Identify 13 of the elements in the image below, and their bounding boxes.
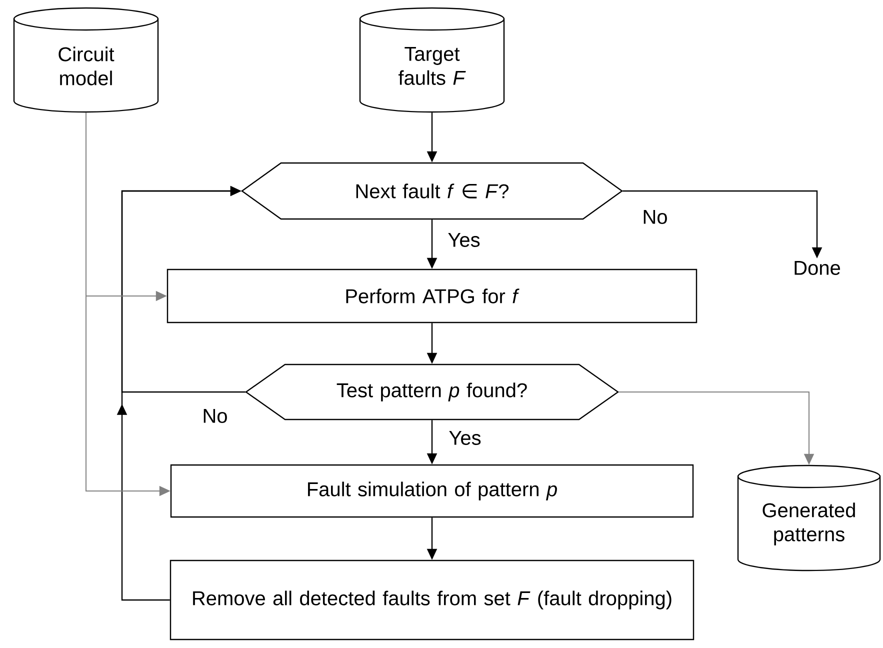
arrow <box>121 186 246 393</box>
edge-label: Yes <box>446 232 482 248</box>
node-label: Generated patterns <box>762 502 855 546</box>
process-box: Fault simulation of pattern p <box>170 464 694 518</box>
edge-label: Yes <box>448 430 482 446</box>
database-cylinder: Generated patterns <box>737 464 881 572</box>
end-label: Done <box>794 261 840 275</box>
process-box: Perform ATPG for f <box>166 268 698 324</box>
database-cylinder: Target faults F <box>359 7 505 113</box>
edge-label: No <box>201 408 229 424</box>
edge-label: No <box>641 209 669 225</box>
process-box: Remove all detected faults from set F (fault dropping) <box>170 560 694 640</box>
database-cylinder: Circuit model <box>13 7 159 113</box>
